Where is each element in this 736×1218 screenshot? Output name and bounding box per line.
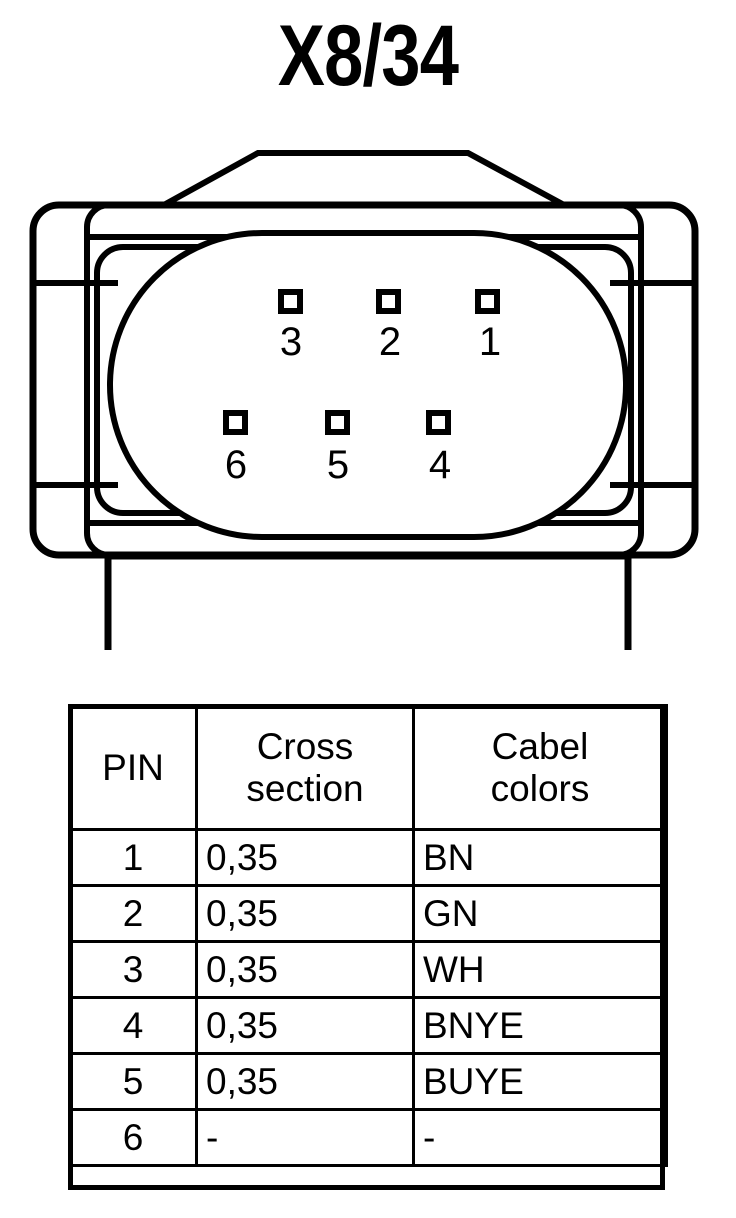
cell-cable-color: GN	[412, 884, 668, 943]
pin-label-4: 4	[429, 443, 451, 487]
cell-cable-color: WH	[412, 940, 668, 999]
cell-pin: 2	[68, 884, 198, 943]
pin-hole-1	[475, 289, 500, 314]
cavity-oval	[107, 230, 629, 540]
table-row: 3 0,35 WH	[68, 940, 668, 999]
pin-label-5: 5	[327, 443, 349, 487]
table-row: 2 0,35 GN	[68, 884, 668, 943]
table-row: 4 0,35 BNYE	[68, 996, 668, 1055]
pin-label-6: 6	[225, 443, 247, 487]
cell-pin: 3	[68, 940, 198, 999]
cell-pin: 1	[68, 828, 198, 887]
header-cable-colors-line-1: Cabel	[491, 725, 589, 767]
header-cross-section-line-2: section	[246, 767, 364, 809]
cell-pin: 5	[68, 1052, 198, 1111]
cell-cable-color: -	[412, 1108, 668, 1167]
pin-hole-2	[376, 289, 401, 314]
table-row: 5 0,35 BUYE	[68, 1052, 668, 1111]
header-cross-section: Cross section	[195, 704, 415, 831]
bottom-tab	[104, 552, 632, 650]
cell-cross-section: 0,35	[195, 940, 415, 999]
header-pin-line-1: PIN	[102, 746, 164, 788]
cell-cable-color: BNYE	[412, 996, 668, 1055]
pin-hole-6	[223, 410, 248, 435]
page-title: X8/34	[277, 8, 459, 104]
cell-pin: 4	[68, 996, 198, 1055]
table-row: 6 - -	[68, 1108, 668, 1167]
pin-label-2: 2	[379, 320, 401, 364]
pin-hole-5	[325, 410, 350, 435]
cell-cross-section: 0,35	[195, 828, 415, 887]
cell-cross-section: 0,35	[195, 996, 415, 1055]
latch-tab	[160, 150, 568, 209]
pin-hole-4	[426, 410, 451, 435]
cell-cross-section: 0,35	[195, 884, 415, 943]
cell-cable-color: BUYE	[412, 1052, 668, 1111]
connector-diagram: 3 2 1 6 5 4	[0, 130, 736, 650]
cell-pin: 6	[68, 1108, 198, 1167]
header-cross-section-line-1: Cross	[256, 725, 354, 767]
header-cable-colors-line-2: colors	[490, 767, 590, 809]
table-row: 1 0,35 BN	[68, 828, 668, 887]
pin-hole-3	[278, 289, 303, 314]
pin-label-1: 1	[479, 320, 501, 364]
pin-assignment-table: PIN Cross section Cabel colors 1 0,35 BN…	[68, 704, 668, 1167]
header-cable-colors: Cabel colors	[412, 704, 668, 831]
cell-cross-section: 0,35	[195, 1052, 415, 1111]
cell-cross-section: -	[195, 1108, 415, 1167]
cell-cable-color: BN	[412, 828, 668, 887]
header-pin: PIN	[68, 704, 198, 831]
pin-label-3: 3	[280, 320, 302, 364]
table-header-row: PIN Cross section Cabel colors	[68, 704, 668, 831]
